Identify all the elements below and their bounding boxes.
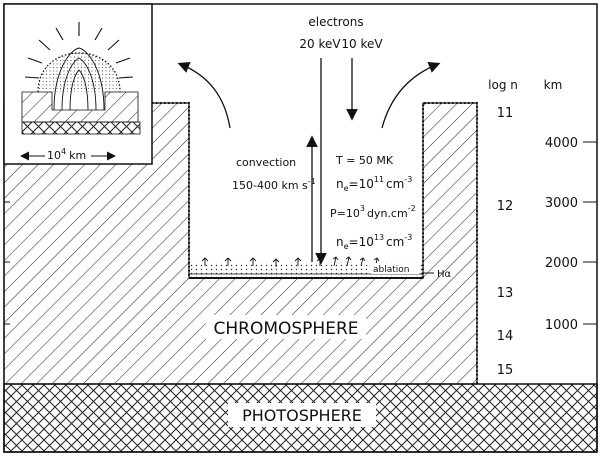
logn-tick-11: 11 xyxy=(497,106,514,121)
km-tick-3000: 3000 xyxy=(545,196,578,211)
km-axis xyxy=(583,141,597,325)
beam-energy-right: 10 keV xyxy=(341,37,383,51)
km-tick-4000: 4000 xyxy=(545,136,578,151)
beam-energy-left: 20 keV xyxy=(299,37,341,51)
outflow-left-arrow xyxy=(177,61,231,129)
ablation-layer xyxy=(190,262,422,277)
photosphere-label-bg xyxy=(228,403,376,427)
chromosphere-top-right-dotted xyxy=(422,102,478,384)
chromosphere-top-left-dotted xyxy=(4,102,190,278)
left-ticks xyxy=(4,201,10,325)
inset-radial-lines xyxy=(24,22,134,79)
logn-tick-15: 15 xyxy=(497,363,514,378)
inset-loop-dome xyxy=(37,52,121,93)
frame xyxy=(3,3,598,453)
ablation-label-bg xyxy=(371,263,419,274)
beam-title: electrons xyxy=(308,15,363,29)
inset-field-lines xyxy=(53,47,105,111)
ablation-label: ablation xyxy=(373,265,409,275)
logn-tick-12: 12 xyxy=(497,199,514,214)
chromosphere-label: CHROMOSPHERE xyxy=(213,319,358,339)
logn-header: log n xyxy=(488,78,518,92)
logn-tick-14: 14 xyxy=(497,329,514,344)
convection-speed: 150-400 km s-1 xyxy=(232,177,316,192)
km-header: km xyxy=(544,78,563,92)
halpha-label: Hα xyxy=(437,269,452,280)
convection-label: convection xyxy=(236,156,296,169)
outflow-right-arrow xyxy=(381,61,441,129)
chromosphere-label-bg xyxy=(206,315,366,339)
inset-scale-label-bg xyxy=(45,146,91,162)
inset-photosphere xyxy=(21,121,141,135)
km-tick-2000: 2000 xyxy=(545,256,578,271)
temperature-label: T = 50 MK xyxy=(335,154,394,167)
km-tick-1000: 1000 xyxy=(545,318,578,333)
photosphere-label: PHOTOSPHERE xyxy=(242,406,362,425)
logn-tick-13: 13 xyxy=(497,286,514,301)
